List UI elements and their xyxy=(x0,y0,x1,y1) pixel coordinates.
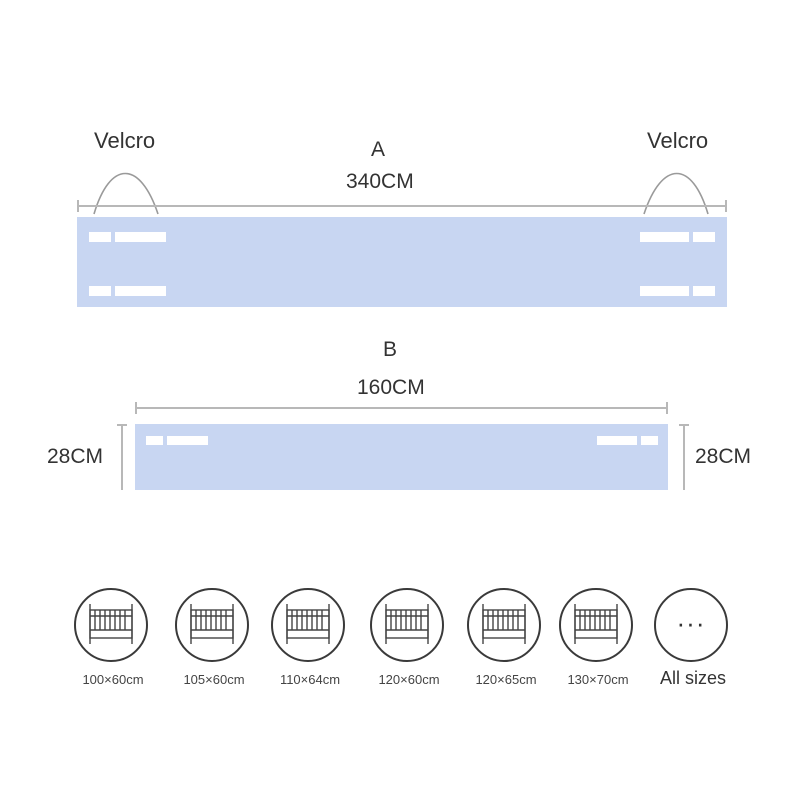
panel-b-strap xyxy=(167,436,208,445)
crib-icon xyxy=(559,588,633,662)
panel-a-dimension-tick-right xyxy=(725,200,727,212)
panel-a-strap xyxy=(693,286,715,296)
panel-b-strap xyxy=(146,436,163,445)
panel-a-strap xyxy=(89,286,111,296)
panel-b-dimension-tick-right xyxy=(666,402,668,414)
panel-b-strap xyxy=(597,436,637,445)
panel-a-length: 340CM xyxy=(346,170,414,193)
panel-b-strap xyxy=(641,436,658,445)
crib-icon xyxy=(467,588,541,662)
panel-a-strap xyxy=(640,232,689,242)
ellipsis-dots: ··· xyxy=(676,608,706,638)
panel-a-strap xyxy=(89,232,111,242)
panel-a-strap xyxy=(640,286,689,296)
panel-a-letter: A xyxy=(371,138,386,161)
panel-b-height-right: 28CM xyxy=(695,445,752,468)
size-label: 130×70cm xyxy=(567,672,629,687)
crib-icon xyxy=(74,588,148,662)
size-label: 120×65cm xyxy=(475,672,537,687)
panel-b-dimension-line xyxy=(135,407,668,409)
panel-a-strap xyxy=(693,232,715,242)
panel-a-dimension-tick-left xyxy=(77,200,79,212)
panel-a xyxy=(77,217,727,307)
size-label: 110×64cm xyxy=(279,672,341,687)
panel-b-height-tick-left-top xyxy=(117,424,127,426)
panel-b-height-line-right xyxy=(683,424,685,490)
velcro-label-left: Velcro xyxy=(94,128,156,153)
size-label: 120×60cm xyxy=(378,672,440,687)
panel-b-height-left: 28CM xyxy=(47,445,104,468)
panel-b-letter: B xyxy=(383,338,398,361)
size-label: 100×60cm xyxy=(82,672,144,687)
panel-b-dimension-tick-left xyxy=(135,402,137,414)
panel-a-strap xyxy=(115,232,166,242)
size-label: 105×60cm xyxy=(183,672,245,687)
panel-b-length: 160CM xyxy=(357,376,425,399)
crib-icon xyxy=(271,588,345,662)
size-options: 100×60cm 105×60cm xyxy=(0,588,800,698)
velcro-arc-right xyxy=(643,172,709,215)
velcro-label-right: Velcro xyxy=(647,128,709,153)
size-label-all-sizes: All sizes xyxy=(659,668,726,688)
velcro-arc-left xyxy=(93,172,159,215)
crib-icon xyxy=(175,588,249,662)
ellipsis-icon: ··· xyxy=(654,588,728,662)
crib-icon xyxy=(370,588,444,662)
panel-a-dimension-line xyxy=(77,205,727,207)
panel-a-strap xyxy=(115,286,166,296)
panel-b-height-line-left xyxy=(121,424,123,490)
panel-b xyxy=(135,424,668,490)
panel-b-height-tick-right-top xyxy=(679,424,689,426)
